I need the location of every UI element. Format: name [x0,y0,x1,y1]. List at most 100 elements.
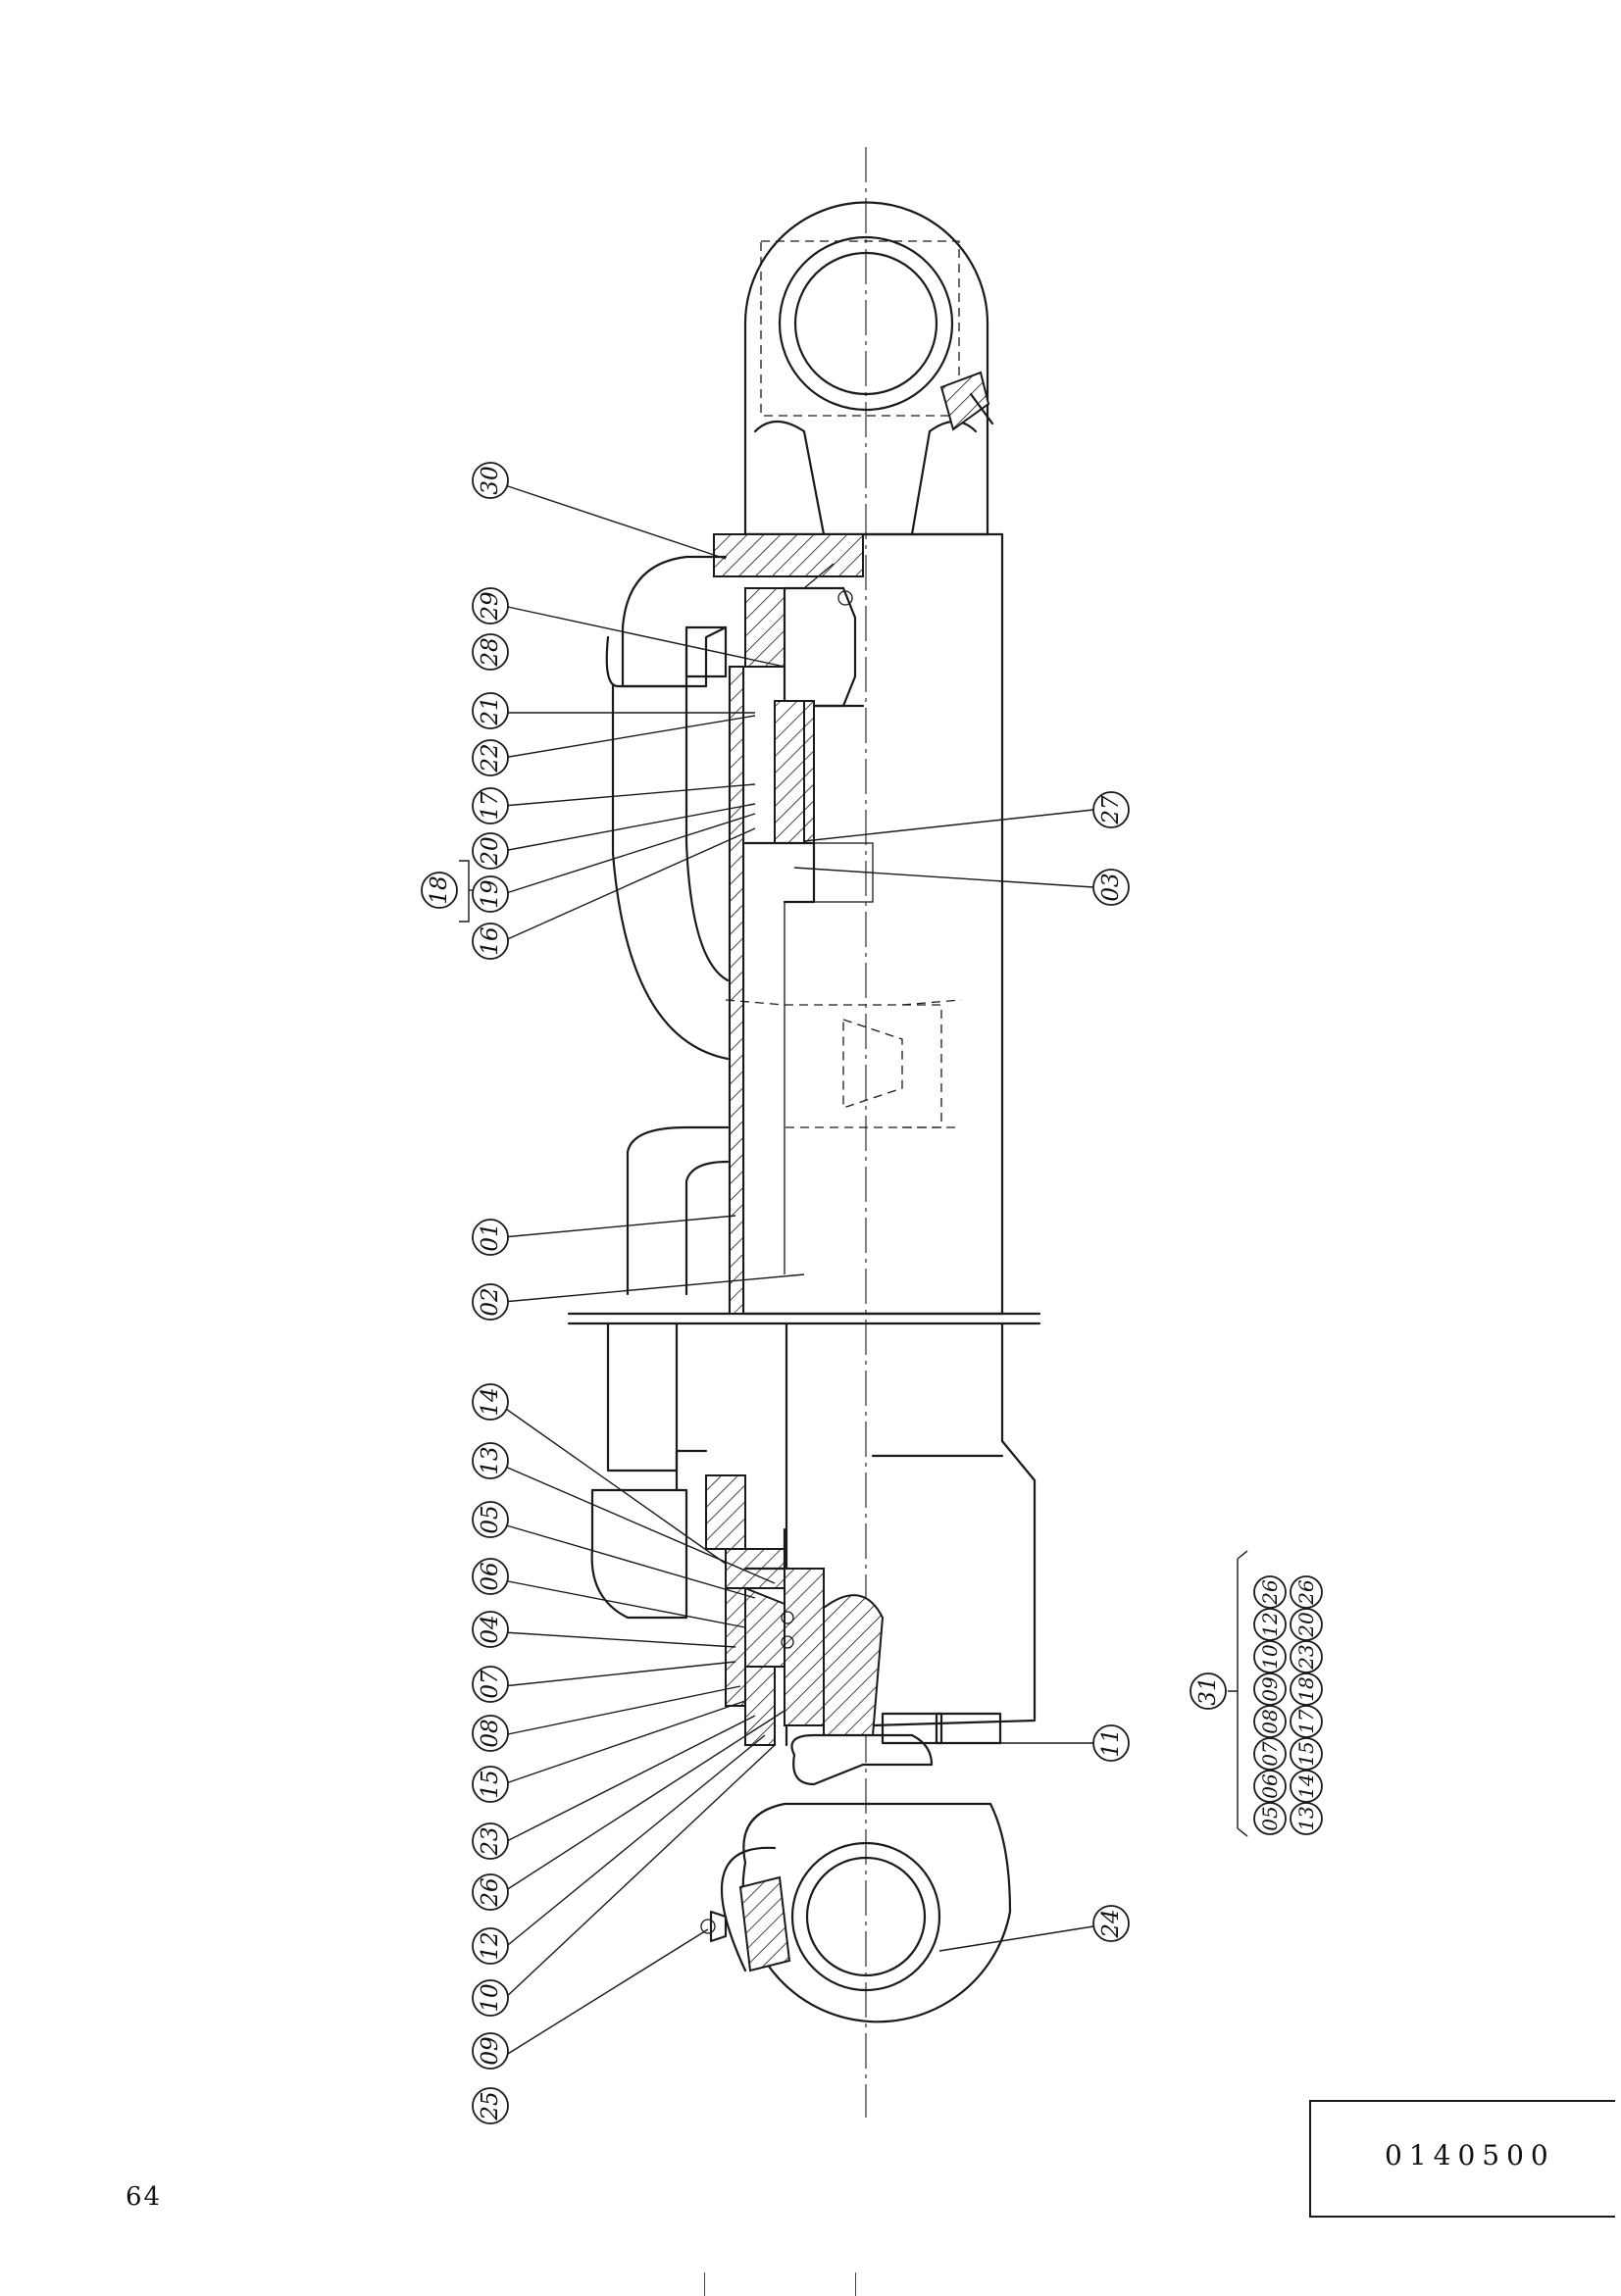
svg-text:08: 08 [478,1719,503,1747]
svg-text:16: 16 [478,926,503,955]
callout-16: 16 [472,923,509,960]
bottom-mount-eye [700,1733,1012,2023]
svg-text:20: 20 [478,836,503,866]
callout-06: 06 [472,1558,509,1595]
kit-31-r1-c6: 20 [1290,1608,1323,1641]
svg-text:23: 23 [1294,1644,1318,1670]
kit-31-r0-c7: 26 [1253,1575,1287,1609]
svg-text:19: 19 [478,879,503,908]
svg-text:26: 26 [478,1877,503,1907]
callout-08: 08 [472,1715,509,1752]
kit-31-table: 31 05 06 07 08 09 10 12 26 13 14 15 17 1… [1190,1550,1323,1837]
svg-text:03: 03 [1098,873,1124,901]
callout-22: 22 [472,739,509,776]
kit-31-r1-c0: 13 [1290,1802,1323,1835]
callout-25: 25 [472,2087,509,2124]
callout-23: 23 [472,1822,509,1860]
svg-text:28: 28 [478,637,503,667]
svg-text:13: 13 [1294,1806,1318,1830]
svg-text:23: 23 [478,1826,503,1856]
callout-01: 01 [472,1219,509,1256]
fold-mark-right [855,2272,856,2296]
svg-text:15: 15 [478,1770,503,1798]
svg-text:09: 09 [478,2036,503,2065]
kit-31-r0-c4: 09 [1253,1672,1287,1706]
callout-29: 29 [472,587,509,624]
callout-03: 03 [1092,869,1130,906]
svg-text:26: 26 [1294,1579,1318,1606]
callout-24: 24 [1092,1905,1130,1942]
callout-04: 04 [472,1611,509,1648]
svg-text:24: 24 [1098,1909,1124,1938]
callout-09: 09 [472,2032,509,2070]
kit-31-label: 31 [1190,1672,1227,1710]
lower-pipe [590,1125,730,1620]
callout-07: 07 [472,1666,509,1703]
dashed-port [725,999,962,1128]
callout-21: 21 [472,692,509,729]
kit-31-r0-c3: 08 [1253,1705,1287,1738]
svg-text:08: 08 [1258,1709,1282,1733]
svg-text:18: 18 [1294,1676,1318,1701]
upper-pipe [605,555,730,1061]
svg-text:25: 25 [478,2091,503,2121]
svg-text:14: 14 [1294,1773,1318,1798]
kit-31-r0-c2: 07 [1253,1737,1287,1771]
svg-text:11: 11 [1098,1728,1124,1757]
svg-text:31: 31 [1195,1676,1221,1705]
kit-31-r1-c1: 14 [1290,1770,1323,1803]
top-head-section [713,533,874,1274]
svg-text:30: 30 [478,466,503,494]
kit-31-r0-c6: 12 [1253,1608,1287,1641]
callout-12: 12 [472,1927,509,1965]
callout-18: 18 [421,872,458,909]
svg-text:21: 21 [478,696,503,725]
top-rod-eye [743,201,994,536]
svg-text:15: 15 [1294,1741,1318,1766]
svg-text:06: 06 [478,1562,503,1590]
kit-31-r0-c5: 10 [1253,1640,1287,1673]
callout-17: 17 [472,787,509,824]
svg-text:12: 12 [1258,1612,1282,1636]
callout-15: 15 [472,1766,509,1803]
kit-31-r1-c7: 26 [1290,1575,1323,1609]
svg-text:14: 14 [478,1387,503,1416]
svg-text:01: 01 [478,1223,503,1251]
kit-31-r1-c4: 18 [1290,1672,1323,1706]
callout-10: 10 [472,1979,509,2017]
svg-text:06: 06 [1258,1773,1282,1799]
callout-14: 14 [472,1383,509,1421]
svg-text:02: 02 [478,1287,503,1316]
leader-lines [459,484,1094,2058]
kit-31-r1-c2: 15 [1290,1737,1323,1771]
svg-text:07: 07 [478,1670,503,1699]
svg-text:12: 12 [478,1931,503,1960]
svg-text:09: 09 [1258,1676,1282,1702]
svg-text:10: 10 [1258,1644,1282,1670]
callout-26: 26 [472,1873,509,1911]
kit-31-r1-c3: 17 [1290,1705,1323,1738]
kit-31-r0-c0: 05 [1253,1802,1287,1835]
svg-text:18: 18 [427,875,452,904]
svg-text:05: 05 [478,1505,503,1533]
callout-05: 05 [472,1501,509,1538]
document-code: 0140500 [1385,2139,1555,2171]
svg-text:17: 17 [1294,1709,1318,1734]
svg-text:05: 05 [1258,1806,1282,1830]
callout-27: 27 [1092,791,1130,828]
callout-20: 20 [472,832,509,870]
svg-text:29: 29 [478,591,503,621]
svg-text:26: 26 [1258,1579,1282,1606]
bottom-head-section [705,1474,1002,1746]
svg-text:04: 04 [478,1615,503,1643]
callout-19: 19 [472,875,509,913]
fold-mark-left [704,2272,705,2296]
cylinder-body [567,532,1041,1747]
callout-11: 11 [1092,1724,1130,1762]
kit-31-r0-c1: 06 [1253,1770,1287,1803]
svg-text:22: 22 [478,743,503,773]
svg-text:13: 13 [478,1446,503,1474]
callout-28: 28 [472,633,509,671]
svg-text:20: 20 [1294,1612,1318,1638]
